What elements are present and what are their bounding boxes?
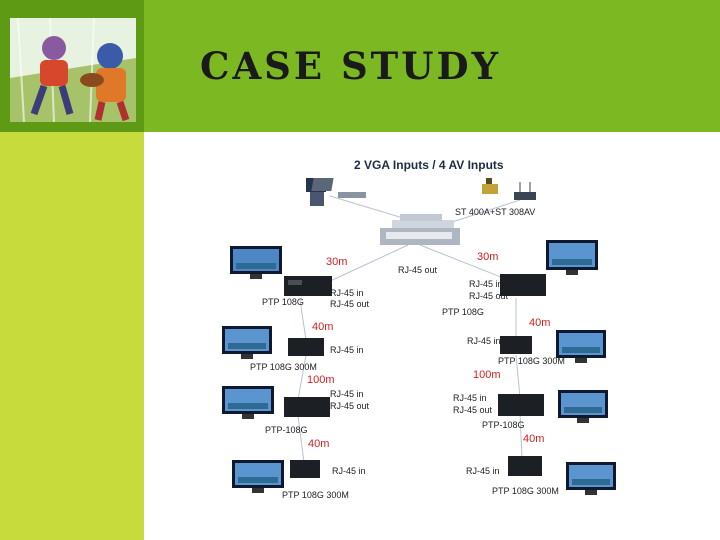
monitor-left-2 xyxy=(222,326,272,359)
distance-left-4: 40m xyxy=(308,438,330,450)
extender-left-4 xyxy=(290,460,320,478)
right-unit2-port: RJ-45 in xyxy=(467,336,501,346)
extender-right-1 xyxy=(500,274,546,296)
extender-left-2 xyxy=(288,338,324,356)
distance-right-2: 40m xyxy=(529,317,551,329)
right-unit1-port-out: RJ-45 out xyxy=(469,291,509,301)
monitor-right-4 xyxy=(566,462,616,495)
monitor-right-1 xyxy=(546,240,598,275)
input-projector-icon xyxy=(482,178,498,194)
input-router-icon xyxy=(514,182,536,200)
left-unit4-port: RJ-45 in xyxy=(332,466,366,476)
extender-right-2 xyxy=(500,336,532,354)
extender-left-3 xyxy=(284,397,330,417)
left-accent-strip xyxy=(0,132,144,540)
right-unit3-port-out: RJ-45 out xyxy=(453,405,493,415)
monitor-right-2 xyxy=(556,330,606,363)
extender-left-1 xyxy=(284,276,332,296)
left-unit4-model: PTP 108G 300M xyxy=(282,490,349,500)
right-unit3-port-in: RJ-45 in xyxy=(453,393,487,403)
left-unit3-port-in: RJ-45 in xyxy=(330,389,364,399)
monitor-right-3 xyxy=(558,390,608,423)
switch-label: ST 400A+ST 308AV xyxy=(455,207,536,217)
right-unit2-model: PTP 108G 300M xyxy=(498,356,565,366)
distance-left-3: 100m xyxy=(307,374,335,386)
hub-output-label: RJ-45 out xyxy=(398,265,438,275)
right-unit1-port-in: RJ-45 in xyxy=(469,279,503,289)
slide-title: CASE STUDY xyxy=(200,44,501,88)
right-unit4-port: RJ-45 in xyxy=(466,466,500,476)
distance-left-2: 40m xyxy=(312,321,334,333)
distance-right-3: 100m xyxy=(473,369,501,381)
extender-right-4 xyxy=(508,456,542,476)
football-players-clipart xyxy=(10,18,136,122)
distance-right-4: 40m xyxy=(523,433,545,445)
left-unit1-port-out: RJ-45 out xyxy=(330,299,370,309)
left-unit3-port-out: RJ-45 out xyxy=(330,401,370,411)
left-unit3-model: PTP-108G xyxy=(265,425,308,435)
av-switch-unit xyxy=(380,214,460,245)
distance-left-1: 30m xyxy=(326,256,348,268)
left-unit1-model: PTP 108G xyxy=(262,297,304,307)
right-unit1-model: PTP 108G xyxy=(442,307,484,317)
input-notebook-icon xyxy=(311,178,366,198)
monitor-left-3 xyxy=(222,386,274,419)
left-unit1-port-in: RJ-45 in xyxy=(330,288,364,298)
extender-right-3 xyxy=(498,394,544,416)
monitor-left-1 xyxy=(230,246,282,279)
right-unit3-model: PTP-108G xyxy=(482,420,525,430)
left-unit2-model: PTP 108G 300M xyxy=(250,362,317,372)
left-unit2-port: RJ-45 in xyxy=(330,345,364,355)
right-unit4-model: PTP 108G 300M xyxy=(492,486,559,496)
diagram-title: 2 VGA Inputs / 4 AV Inputs xyxy=(354,158,504,172)
monitor-left-4 xyxy=(232,460,284,493)
distance-right-1: 30m xyxy=(477,251,499,263)
